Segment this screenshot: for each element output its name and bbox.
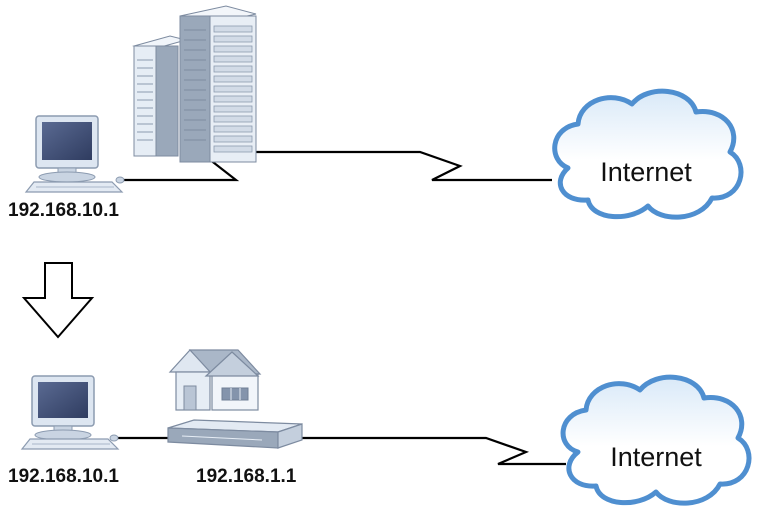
router-icon — [167, 419, 303, 449]
top-cloud-label: Internet — [600, 157, 692, 187]
router-cloud-line — [302, 436, 566, 466]
bottom-pc-computer-icon — [20, 375, 120, 450]
transition-arrow-down-icon — [21, 262, 95, 339]
top-cloud-icon: Internet — [552, 88, 744, 220]
server-towers-server-tower-icon — [132, 5, 257, 163]
top-pc-computer-icon — [24, 115, 125, 193]
bottom-cloud-icon: Internet — [560, 374, 752, 506]
top-pc-ip-label: 192.168.10.1 — [8, 200, 119, 221]
house-icon — [168, 349, 262, 411]
bottom-scenario: Internet — [20, 349, 752, 506]
bottom-cloud-label: Internet — [610, 442, 702, 472]
server-back-tower — [132, 35, 188, 157]
bottom-pc-ip-label: 192.168.10.1 — [8, 466, 119, 487]
top-scenario: Internet — [24, 5, 744, 220]
server-front-tower — [179, 5, 257, 163]
top-connection-line — [120, 150, 552, 182]
router-ip-label: 192.168.1.1 — [196, 466, 297, 487]
